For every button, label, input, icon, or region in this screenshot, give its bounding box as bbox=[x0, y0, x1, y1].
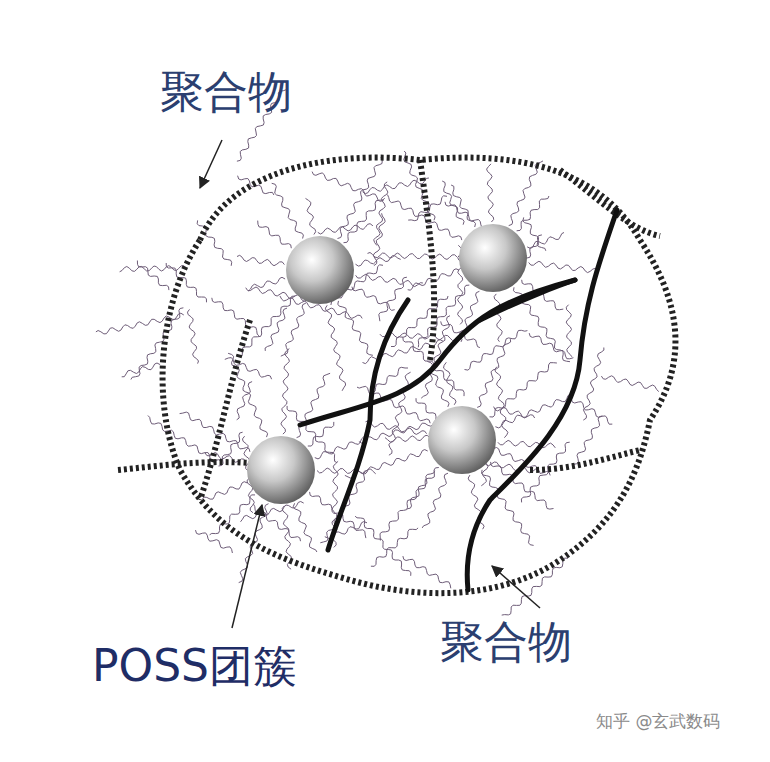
wavy-chain bbox=[338, 301, 373, 355]
wavy-chain bbox=[202, 482, 247, 500]
wavy-chain bbox=[258, 221, 292, 249]
wavy-chain bbox=[517, 196, 549, 231]
poss-cluster bbox=[247, 224, 527, 504]
wavy-chain bbox=[196, 530, 233, 553]
wavy-chain bbox=[583, 348, 604, 421]
wavy-chain bbox=[272, 183, 304, 238]
wavy-chain bbox=[352, 287, 395, 311]
wavy-chain bbox=[293, 503, 317, 552]
watermark: 知乎 @玄武数码 bbox=[596, 712, 720, 731]
polymer-label: 聚合物 bbox=[160, 68, 292, 116]
wavy-chain bbox=[363, 178, 429, 194]
wavy-chain bbox=[529, 261, 596, 272]
wavy-chain bbox=[338, 157, 383, 238]
wavy-chain bbox=[131, 308, 184, 380]
wavy-chain bbox=[188, 309, 199, 363]
wavy-chain bbox=[237, 255, 284, 265]
wavy-chain bbox=[571, 399, 612, 425]
wavy-chain bbox=[137, 261, 169, 291]
wavy-chain bbox=[379, 277, 407, 321]
wavy-chain bbox=[380, 332, 458, 340]
wavy-chain bbox=[601, 376, 658, 392]
wavy-chain bbox=[148, 416, 222, 465]
wavy-chain bbox=[502, 558, 568, 615]
wavy-chain bbox=[281, 303, 306, 356]
wavy-chain bbox=[368, 253, 458, 260]
wavy-chain bbox=[494, 407, 535, 418]
wavy-chain bbox=[197, 220, 232, 265]
wavy-chain bbox=[248, 277, 285, 291]
wavy-chain bbox=[487, 164, 494, 222]
wavy-chain bbox=[265, 308, 287, 351]
wavy-chain bbox=[237, 382, 252, 420]
wavy-chain bbox=[122, 363, 160, 377]
poss-label: POSS团簇 bbox=[92, 642, 297, 690]
wavy-chain bbox=[325, 305, 345, 391]
wavy-chain bbox=[407, 471, 435, 509]
wavy-chain bbox=[371, 528, 418, 566]
wavy-chain bbox=[523, 217, 546, 250]
wavy-chain bbox=[509, 161, 543, 226]
wavy-chain bbox=[494, 294, 502, 342]
wavy-chain bbox=[225, 358, 272, 380]
wavy-chain bbox=[385, 435, 430, 442]
wavy-chain bbox=[318, 224, 373, 234]
wavy-chain bbox=[120, 266, 187, 272]
wavy-chain bbox=[422, 473, 448, 528]
wavy-chain bbox=[521, 442, 569, 502]
wavy-chain bbox=[566, 305, 572, 357]
wavy-chain bbox=[373, 213, 385, 265]
wavy-chain bbox=[490, 363, 557, 417]
leader-line bbox=[200, 140, 540, 628]
wavy-chain bbox=[355, 516, 411, 576]
dotted-polymer bbox=[118, 158, 675, 594]
wavy-chain bbox=[495, 367, 508, 438]
wavy-chains bbox=[96, 87, 659, 615]
wavy-chain bbox=[573, 416, 602, 465]
wavy-chain bbox=[212, 298, 259, 336]
wavy-chain bbox=[241, 502, 304, 522]
wavy-chain bbox=[403, 556, 451, 588]
wavy-chain bbox=[312, 172, 384, 202]
wavy-chain bbox=[306, 198, 316, 234]
wavy-chain bbox=[465, 330, 528, 370]
polymer-label: 聚合物 bbox=[440, 618, 572, 666]
wavy-chain bbox=[281, 349, 290, 435]
wavy-chain bbox=[391, 296, 448, 347]
wavy-chain bbox=[389, 372, 411, 455]
